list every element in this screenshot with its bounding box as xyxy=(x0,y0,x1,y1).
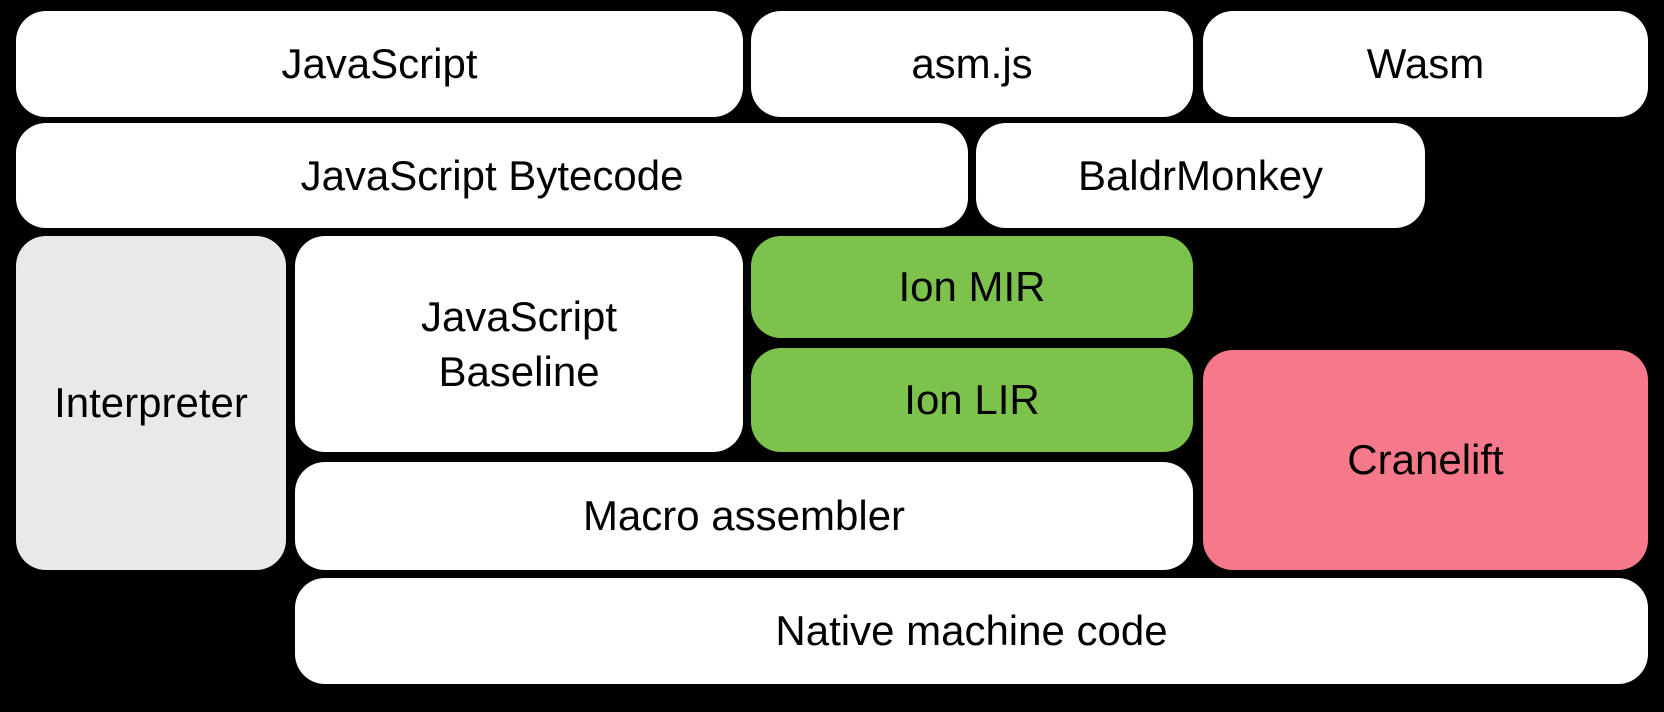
box-cranelift: Cranelift xyxy=(1203,350,1648,570)
box-baldrmonkey-label: BaldrMonkey xyxy=(1077,151,1324,199)
box-javascript-baseline-label: JavaScript Baseline xyxy=(420,292,618,395)
box-cranelift-label: Cranelift xyxy=(1347,436,1504,484)
box-interpreter: Interpreter xyxy=(16,236,286,570)
box-javascript-baseline: JavaScript Baseline xyxy=(295,236,743,452)
box-javascript-label: JavaScript xyxy=(281,40,478,88)
box-native-machine-code-label: Native machine code xyxy=(775,607,1168,655)
box-ion-lir: Ion LIR xyxy=(751,348,1193,452)
box-asmjs: asm.js xyxy=(751,11,1193,117)
box-javascript-bytecode: JavaScript Bytecode xyxy=(16,123,968,228)
box-ion-mir-label: Ion MIR xyxy=(898,263,1046,311)
box-macro-assembler: Macro assembler xyxy=(295,462,1193,570)
box-macro-assembler-label: Macro assembler xyxy=(582,492,906,540)
box-javascript: JavaScript xyxy=(16,11,743,117)
box-ion-lir-label: Ion LIR xyxy=(904,376,1040,424)
box-javascript-bytecode-label: JavaScript Bytecode xyxy=(300,151,684,199)
box-asmjs-label: asm.js xyxy=(911,40,1033,88)
box-wasm: Wasm xyxy=(1203,11,1648,117)
box-ion-mir: Ion MIR xyxy=(751,236,1193,338)
box-wasm-label: Wasm xyxy=(1366,40,1485,88)
box-interpreter-label: Interpreter xyxy=(54,379,248,427)
box-native-machine-code: Native machine code xyxy=(295,578,1648,684)
box-baldrmonkey: BaldrMonkey xyxy=(976,123,1425,228)
